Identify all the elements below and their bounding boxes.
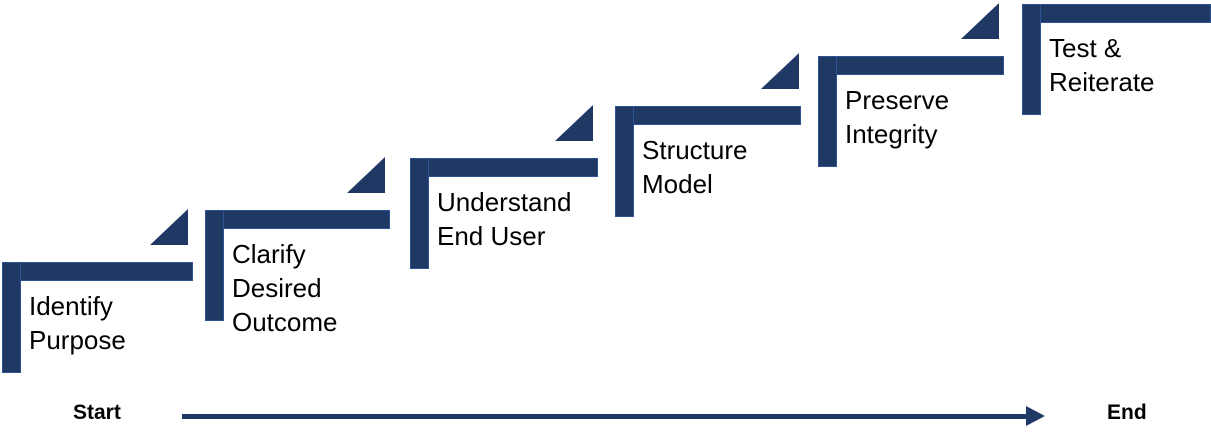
step-bracket-vertical	[410, 158, 429, 269]
step-up-triangle-icon	[150, 209, 188, 245]
start-label: Start	[73, 401, 121, 424]
step-bracket-horizontal	[410, 158, 598, 177]
step-up-triangle-icon	[555, 105, 593, 141]
step-bracket-horizontal	[2, 262, 193, 281]
step-bracket-vertical	[1022, 4, 1041, 115]
step-bracket-horizontal	[818, 56, 1004, 75]
step-label: Understand End User	[437, 187, 572, 251]
step-bracket-horizontal	[205, 210, 390, 229]
step-bracket-horizontal	[615, 106, 801, 125]
step-label: Test & Reiterate	[1049, 33, 1155, 97]
end-label: End	[1107, 401, 1147, 424]
step-bracket-horizontal	[1022, 4, 1211, 23]
step-label: Structure Model	[642, 135, 748, 199]
step-bracket-vertical	[205, 210, 224, 321]
step-label: Preserve Integrity	[845, 85, 950, 149]
step-up-triangle-icon	[761, 53, 799, 89]
step-up-triangle-icon	[961, 3, 999, 39]
step-bracket-vertical	[2, 262, 21, 373]
step-label: Identify Purpose	[29, 291, 126, 355]
step-bracket-vertical	[615, 106, 634, 217]
flow-arrow-head-icon	[1026, 406, 1045, 426]
step-label: Clarify Desired Outcome	[232, 239, 338, 337]
flow-arrow-line	[182, 414, 1030, 419]
step-up-triangle-icon	[347, 157, 385, 193]
step-bracket-vertical	[818, 56, 837, 167]
